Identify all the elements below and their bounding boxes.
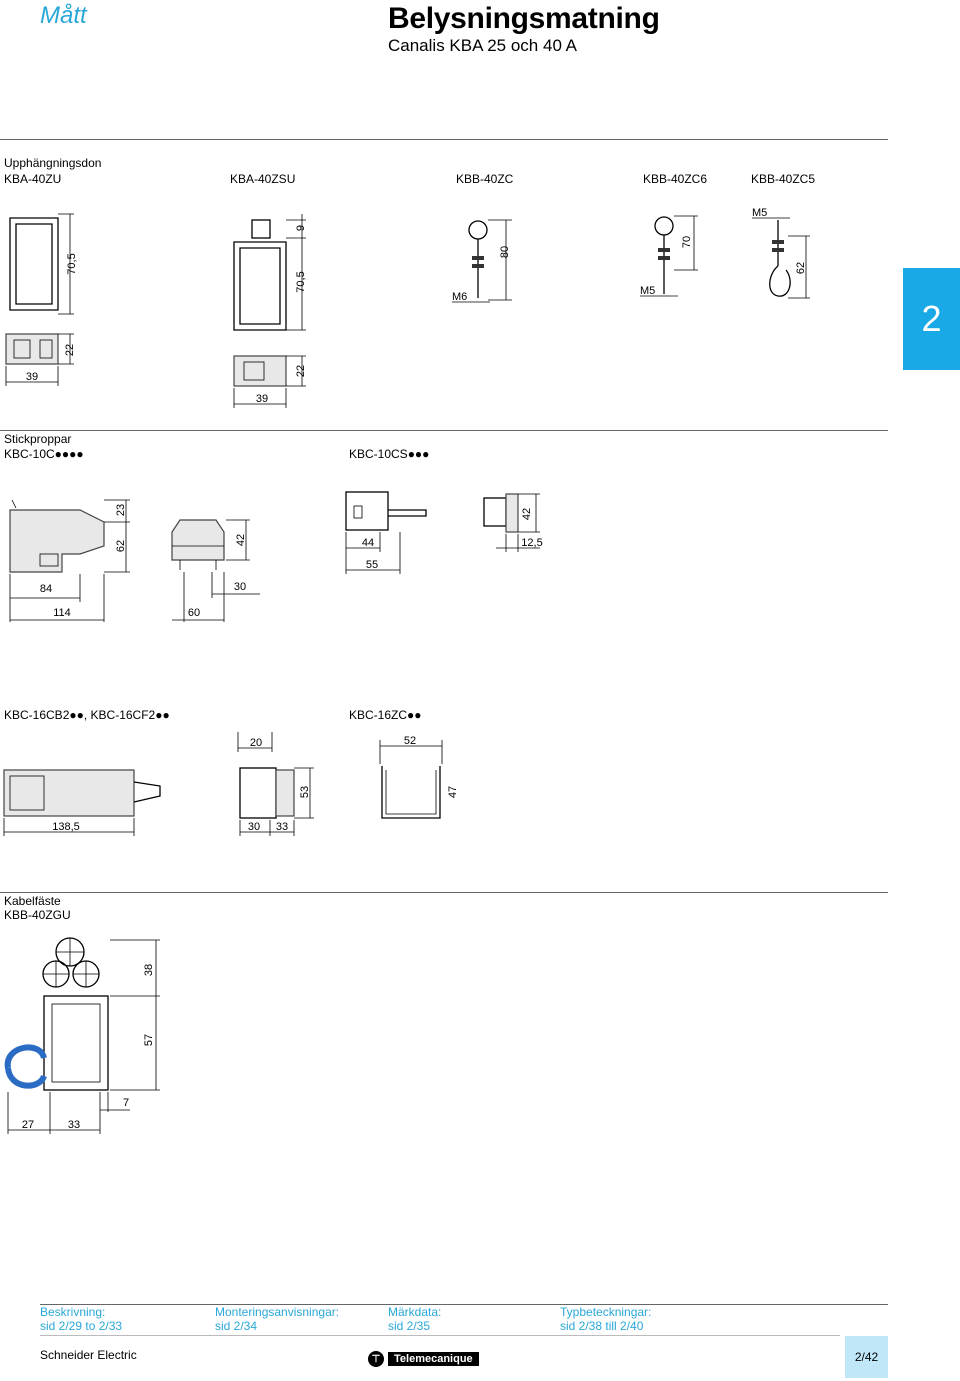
company-name: Schneider Electric xyxy=(40,1348,137,1362)
divider xyxy=(40,1304,888,1305)
dim-text: 23 xyxy=(115,504,127,516)
dim-text: 38 xyxy=(143,964,155,976)
dim-text: 12,5 xyxy=(521,537,542,549)
dim-text: 44 xyxy=(362,537,374,549)
dim-text: 39 xyxy=(26,371,38,383)
dim-text: 53 xyxy=(299,786,311,798)
chapter-tab: 2 xyxy=(903,268,960,370)
product-kbb-40zc: KBB-40ZC xyxy=(456,172,514,186)
product-kbc-10c: KBC-10C●●●● xyxy=(4,447,84,461)
divider xyxy=(0,430,888,431)
divider xyxy=(0,892,888,893)
plug16-drawings: 138,5 20 53 30 33 52 47 xyxy=(3,732,459,836)
kbb-40zc-drawing: 80 M6 xyxy=(452,219,512,303)
dim-text: 22 xyxy=(64,344,76,356)
dim-text: 55 xyxy=(366,559,378,571)
dim-text: 7 xyxy=(123,1097,129,1109)
dim-text: M5 xyxy=(640,285,655,297)
dim-text: 30 xyxy=(234,581,246,593)
footer-link-description[interactable]: Beskrivning: sid 2/29 to 2/33 xyxy=(40,1305,122,1333)
kbb-40zc6-drawing: 70 M5 xyxy=(640,215,698,297)
kbb-40zc5-drawing: M5 62 xyxy=(752,207,810,299)
product-kbc-10cs: KBC-10CS●●● xyxy=(349,447,430,461)
footer-link-value: sid 2/34 xyxy=(215,1319,258,1333)
dim-text: M5 xyxy=(752,207,767,219)
dim-text: 62 xyxy=(795,262,807,274)
section-heading-cable-clip: Kabelfäste xyxy=(4,894,61,908)
cable-clip-drawing: 38 57 7 27 33 xyxy=(4,937,160,1134)
dim-text: 70,5 xyxy=(295,271,307,292)
dim-text: 33 xyxy=(276,821,288,833)
kbc-10c-front-drawing: 42 30 60 xyxy=(171,519,260,622)
footer-link-references[interactable]: Typbeteckningar: sid 2/38 till 2/40 xyxy=(560,1305,651,1333)
kba-40zsu-drawing: 9 70,5 22 39 xyxy=(233,214,307,408)
brand-logo: ⊤ Telemecanique xyxy=(368,1351,479,1367)
kbc-10c-side-drawing: 23 62 84 114 xyxy=(9,499,130,622)
kbc-16-front-drawing: 20 53 30 33 xyxy=(237,732,314,836)
kbc-10cs-front-drawing: 42 12,5 xyxy=(483,493,543,552)
product-kba-40zsu: KBA-40ZSU xyxy=(230,172,296,186)
footer-link-value: sid 2/38 till 2/40 xyxy=(560,1319,644,1333)
suspension-drawings: 70,5 22 39 9 70,5 22 39 80 M6 xyxy=(5,207,810,408)
dim-text: 39 xyxy=(256,393,268,405)
footer-link-value: sid 2/35 xyxy=(388,1319,431,1333)
dim-text: 33 xyxy=(68,1119,80,1131)
kbc-10cs-side-drawing: 44 55 xyxy=(345,491,427,574)
kba-40zu-drawing: 70,5 22 39 xyxy=(5,213,78,386)
product-kbb-40zc5: KBB-40ZC5 xyxy=(751,172,816,186)
dim-text: 80 xyxy=(499,246,511,258)
dim-text: 62 xyxy=(115,540,127,552)
footer-link-ratings[interactable]: Märkdata: sid 2/35 xyxy=(388,1305,441,1333)
dim-text: 60 xyxy=(188,607,200,619)
dim-text: 138,5 xyxy=(52,821,80,833)
dim-text: 42 xyxy=(235,534,247,546)
brand-name: Telemecanique xyxy=(388,1352,479,1366)
dim-text: 57 xyxy=(143,1034,155,1046)
telemecanique-icon: ⊤ xyxy=(368,1351,384,1367)
dim-text: 84 xyxy=(40,583,52,595)
divider xyxy=(40,1335,840,1336)
page-subtitle: Canalis KBA 25 och 40 A xyxy=(388,36,578,55)
dim-text: 20 xyxy=(250,737,262,749)
kbc-16zc-drawing: 52 47 xyxy=(379,735,459,819)
dim-text: 22 xyxy=(295,365,307,377)
dim-text: 27 xyxy=(22,1119,34,1131)
plug-drawings: 23 62 84 114 42 30 60 44 55 42 12,5 xyxy=(9,491,543,622)
footer-link-mounting[interactable]: Monteringsanvisningar: sid 2/34 xyxy=(215,1305,339,1333)
section-heading-plugs: Stickproppar xyxy=(4,432,72,446)
dim-text: 9 xyxy=(295,225,307,231)
footer-link-label: Typbeteckningar: xyxy=(560,1305,652,1319)
product-kbc-16zc: KBC-16ZC●● xyxy=(349,708,422,722)
page-number: 2/42 xyxy=(845,1336,888,1378)
product-kba-40zu: KBA-40ZU xyxy=(4,172,62,186)
page-title: Belysningsmatning xyxy=(388,2,660,35)
dim-text: 52 xyxy=(404,735,416,747)
dim-text: 47 xyxy=(447,786,459,798)
dim-text: 42 xyxy=(521,508,533,520)
product-kbc-16: KBC-16CB2●●, KBC-16CF2●● xyxy=(4,708,170,722)
footer-link-label: Monteringsanvisningar: xyxy=(215,1305,340,1319)
footer-link-value: sid 2/29 to 2/33 xyxy=(40,1319,123,1333)
footer-link-label: Märkdata: xyxy=(388,1305,442,1319)
product-kbb-40zgu: KBB-40ZGU xyxy=(4,908,71,922)
divider xyxy=(0,139,888,140)
dim-text: 114 xyxy=(53,607,71,619)
dim-text: 30 xyxy=(248,821,260,833)
section-label: Mått xyxy=(40,2,87,29)
dim-text: M6 xyxy=(452,291,467,303)
section-heading-suspension: Upphängningsdon xyxy=(4,156,102,170)
dim-text: 70 xyxy=(681,236,693,248)
product-kbb-40zc6: KBB-40ZC6 xyxy=(643,172,708,186)
dim-text: 70,5 xyxy=(66,253,78,274)
kbc-16-side-drawing: 138,5 xyxy=(3,769,161,836)
footer-link-label: Beskrivning: xyxy=(40,1305,106,1319)
